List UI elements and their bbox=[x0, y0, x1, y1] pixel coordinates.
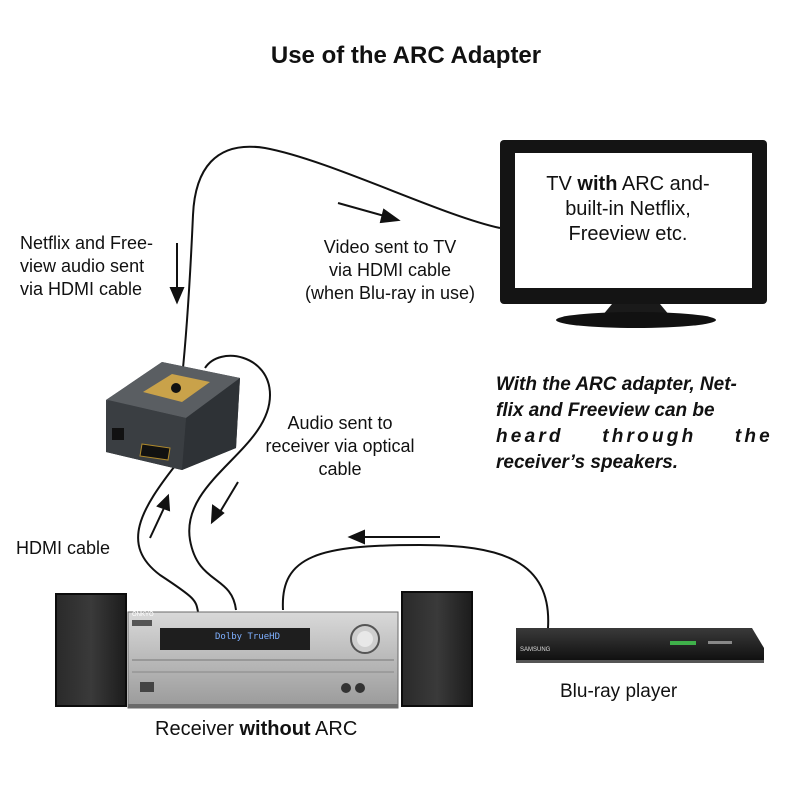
receiver-brand-logo: ONKYO bbox=[132, 612, 154, 618]
hdmi-cable-bluray-to-receiver bbox=[281, 543, 550, 629]
receiver-label: Receiver without ARC bbox=[155, 718, 358, 740]
optical-cable-adapter-to-receiver bbox=[188, 354, 272, 611]
receiver-display-text: Dolby TrueHD bbox=[215, 632, 281, 642]
hdmi-cable-label: HDMI cable bbox=[16, 538, 111, 558]
diagram-title: Use of the ARC Adapter bbox=[270, 42, 542, 69]
tv-label: TV with ARC and- built-in Netflix, Freev… bbox=[528, 172, 728, 247]
tv-label-line1: TV with ARC and- bbox=[546, 173, 710, 195]
arrow-audio-optical bbox=[210, 481, 239, 525]
right-speaker bbox=[401, 591, 473, 707]
bluray-label: Blu-ray player bbox=[560, 681, 678, 702]
netflix-audio-label: Netflix and Free- view audio sent via HD… bbox=[20, 233, 154, 299]
arrow-hdmi-up bbox=[149, 493, 171, 539]
hdmi-cable-receiver-to-adapter bbox=[137, 461, 199, 613]
audio-sent-label: Audio sent to receiver via optical cable bbox=[265, 413, 415, 479]
bluray-brand-logo: SAMSUNG bbox=[520, 647, 551, 653]
tv-label-line2: built-in Netflix, bbox=[565, 198, 691, 220]
arrow-bluray-to-receiver bbox=[347, 529, 440, 545]
arrows bbox=[149, 202, 440, 545]
bluray-player bbox=[516, 628, 764, 663]
hdmi-cable-tv-to-adapter bbox=[181, 145, 501, 379]
receiver bbox=[127, 611, 399, 709]
tv-label-line3: Freeview etc. bbox=[568, 223, 688, 245]
arc-adapter bbox=[106, 362, 240, 470]
cables bbox=[137, 145, 550, 629]
tv bbox=[500, 140, 767, 328]
arrow-video-to-tv bbox=[337, 202, 401, 224]
video-sent-label: Video sent to TV via HDMI cable (when Bl… bbox=[304, 237, 476, 303]
arrow-down-netflix-audio bbox=[169, 243, 185, 305]
left-speaker bbox=[55, 593, 127, 707]
arc-note: With the ARC adapter, Net- flix and Free… bbox=[496, 374, 773, 473]
